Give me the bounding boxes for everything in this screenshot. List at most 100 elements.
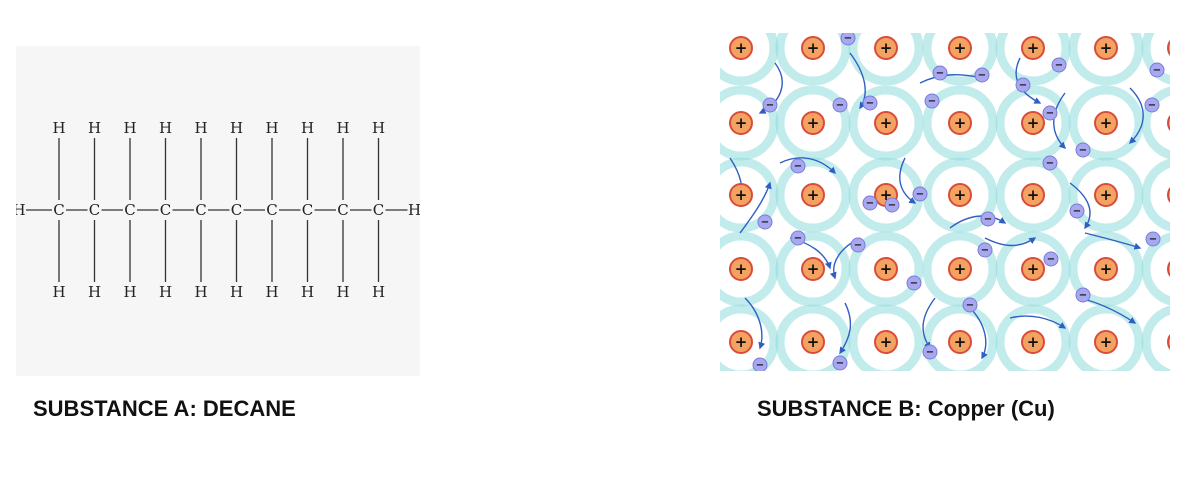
free-electron: −: [924, 93, 940, 109]
lattice-ring: [922, 85, 998, 161]
svg-text:−: −: [1055, 60, 1063, 71]
free-electron: −: [752, 357, 768, 371]
svg-text:+: +: [807, 186, 820, 204]
svg-text:+: +: [1100, 333, 1113, 351]
svg-text:−: −: [836, 100, 844, 111]
electron-path-arrow: [849, 52, 867, 110]
svg-text:−: −: [844, 33, 852, 44]
svg-text:−: −: [981, 245, 989, 256]
svg-text:+: +: [735, 333, 748, 351]
hydrogen-atom-bottom: H: [230, 283, 243, 301]
lattice-ring: [995, 231, 1071, 307]
svg-text:−: −: [984, 214, 992, 225]
hydrogen-atom-bottom: H: [265, 283, 278, 301]
free-electron: −: [832, 355, 848, 371]
copper-ion: +: [729, 36, 753, 60]
lattice-ring: [922, 231, 998, 307]
lattice-ring: [720, 304, 779, 371]
svg-text:−: −: [936, 68, 944, 79]
svg-text:−: −: [1047, 254, 1055, 265]
copper-ion: +: [948, 257, 972, 281]
copper-ion: +: [1094, 257, 1118, 281]
copper-ion: +: [729, 330, 753, 354]
lattice-ring: [1068, 33, 1144, 86]
free-electron: −: [1042, 105, 1058, 121]
free-electron: −: [932, 65, 948, 81]
copper-ion: +: [729, 111, 753, 135]
lattice-ring: [995, 33, 1071, 86]
svg-text:+: +: [880, 39, 893, 57]
free-electron: −: [862, 95, 878, 111]
lattice-ring: [995, 85, 1071, 161]
lattice-ring: [720, 33, 779, 86]
svg-text:+: +: [807, 333, 820, 351]
svg-text:+: +: [735, 114, 748, 132]
lattice-ring: [1068, 157, 1144, 233]
hydrogen-atom-bottom: H: [88, 283, 101, 301]
free-electron: −: [980, 211, 996, 227]
electron-path-arrow: [984, 237, 1037, 247]
lattice-ring: [848, 85, 924, 161]
copper-ion: +: [1094, 36, 1118, 60]
svg-text:+: +: [954, 333, 967, 351]
free-electron: −: [1149, 62, 1165, 78]
svg-text:+: +: [807, 114, 820, 132]
free-electron: −: [974, 67, 990, 83]
lattice-ring: [720, 157, 779, 233]
carbon-atom: C: [337, 201, 348, 219]
carbon-atom: C: [160, 201, 171, 219]
free-electron: −: [790, 158, 806, 174]
svg-text:−: −: [854, 240, 862, 251]
copper-ion: +: [801, 36, 825, 60]
lattice-ring: [1068, 231, 1144, 307]
hydrogen-atom-bottom: H: [372, 283, 385, 301]
carbon-atom: C: [231, 201, 242, 219]
svg-text:+: +: [954, 114, 967, 132]
svg-text:−: −: [836, 358, 844, 369]
substance-b-caption: SUBSTANCE B: Copper (Cu): [757, 396, 1055, 421]
copper-ion: +: [1094, 330, 1118, 354]
copper-ion: +: [1021, 257, 1045, 281]
lattice-ring: [995, 304, 1071, 371]
hydrogen-atom-right: H: [408, 201, 420, 219]
electron-path-arrow: [1129, 87, 1144, 144]
substance-a-caption: SUBSTANCE A: DECANE: [33, 396, 296, 421]
free-electron: −: [850, 237, 866, 253]
copper-lattice-panel: +++++++++++++++++++++++++++++++++++−−−−−…: [720, 33, 1170, 371]
electron-path-arrow: [922, 297, 936, 350]
svg-text:−: −: [794, 233, 802, 244]
free-electron: −: [884, 197, 900, 213]
free-electron: −: [762, 97, 778, 113]
electron-path-arrow: [839, 302, 852, 355]
free-electron: −: [977, 242, 993, 258]
free-electron: −: [1015, 77, 1031, 93]
copper-ion: +: [729, 257, 753, 281]
copper-ion: +: [801, 330, 825, 354]
copper-ion: +: [1167, 40, 1170, 56]
free-electron: −: [922, 344, 938, 360]
lattice-ring: [720, 231, 779, 307]
svg-text:+: +: [880, 114, 893, 132]
free-electron: −: [840, 33, 856, 46]
free-electron: −: [1075, 142, 1091, 158]
hydrogen-atom-top: H: [123, 119, 136, 137]
lattice-ring: [775, 33, 851, 86]
svg-text:−: −: [1079, 290, 1087, 301]
hydrogen-atom-top: H: [230, 119, 243, 137]
free-electron: −: [1145, 231, 1161, 247]
hydrogen-atom-bottom: H: [52, 283, 65, 301]
copper-ion: +: [801, 257, 825, 281]
svg-text:+: +: [954, 39, 967, 57]
svg-text:+: +: [954, 260, 967, 278]
lattice-ring: [1141, 33, 1170, 85]
lattice-ring: [922, 33, 998, 86]
lattice-ring: [1141, 232, 1170, 306]
free-electron: −: [1075, 287, 1091, 303]
copper-metallic-lattice: +++++++++++++++++++++++++++++++++++−−−−−…: [720, 33, 1170, 371]
electron-path-arrow: [899, 157, 917, 204]
copper-ion: +: [1021, 36, 1045, 60]
hydrogen-atom-left: H: [16, 201, 26, 219]
svg-text:−: −: [794, 161, 802, 172]
hydrogen-atom-top: H: [372, 119, 385, 137]
